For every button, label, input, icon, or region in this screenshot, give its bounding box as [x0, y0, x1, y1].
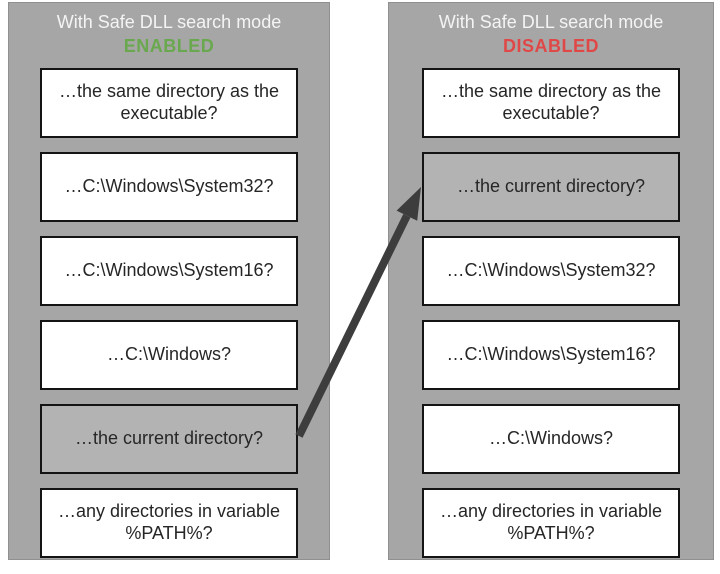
status-enabled-label: ENABLED: [123, 35, 215, 56]
search-location-box: …any directories in variable %PATH%?: [40, 488, 298, 558]
panel-safe-dll-enabled: With Safe DLL search mode ENABLED …the s…: [8, 2, 330, 560]
search-location-box: …C:\Windows?: [422, 404, 680, 474]
panel-disabled-title: With Safe DLL search mode DISABLED: [389, 3, 713, 57]
panel-disabled-title-text: With Safe DLL search mode: [438, 12, 664, 32]
panel-enabled-title-text: With Safe DLL search mode: [56, 12, 282, 32]
panel-enabled-title: With Safe DLL search mode ENABLED: [9, 3, 329, 57]
search-order-list-disabled: …the same directory as the executable? …t…: [389, 68, 713, 558]
search-location-box: …C:\Windows\System32?: [40, 152, 298, 222]
search-location-box: …C:\Windows\System16?: [422, 320, 680, 390]
search-order-list-enabled: …the same directory as the executable? …C…: [9, 68, 329, 558]
status-disabled-label: DISABLED: [502, 35, 599, 56]
panel-safe-dll-disabled: With Safe DLL search mode DISABLED …the …: [388, 2, 714, 560]
search-location-box: …any directories in variable %PATH%?: [422, 488, 680, 558]
search-location-box: …the current directory?: [422, 152, 680, 222]
search-location-box: …the same directory as the executable?: [422, 68, 680, 138]
search-location-box: …C:\Windows\System16?: [40, 236, 298, 306]
search-location-box: …the current directory?: [40, 404, 298, 474]
search-location-box: …the same directory as the executable?: [40, 68, 298, 138]
search-location-box: …C:\Windows?: [40, 320, 298, 390]
search-location-box: …C:\Windows\System32?: [422, 236, 680, 306]
